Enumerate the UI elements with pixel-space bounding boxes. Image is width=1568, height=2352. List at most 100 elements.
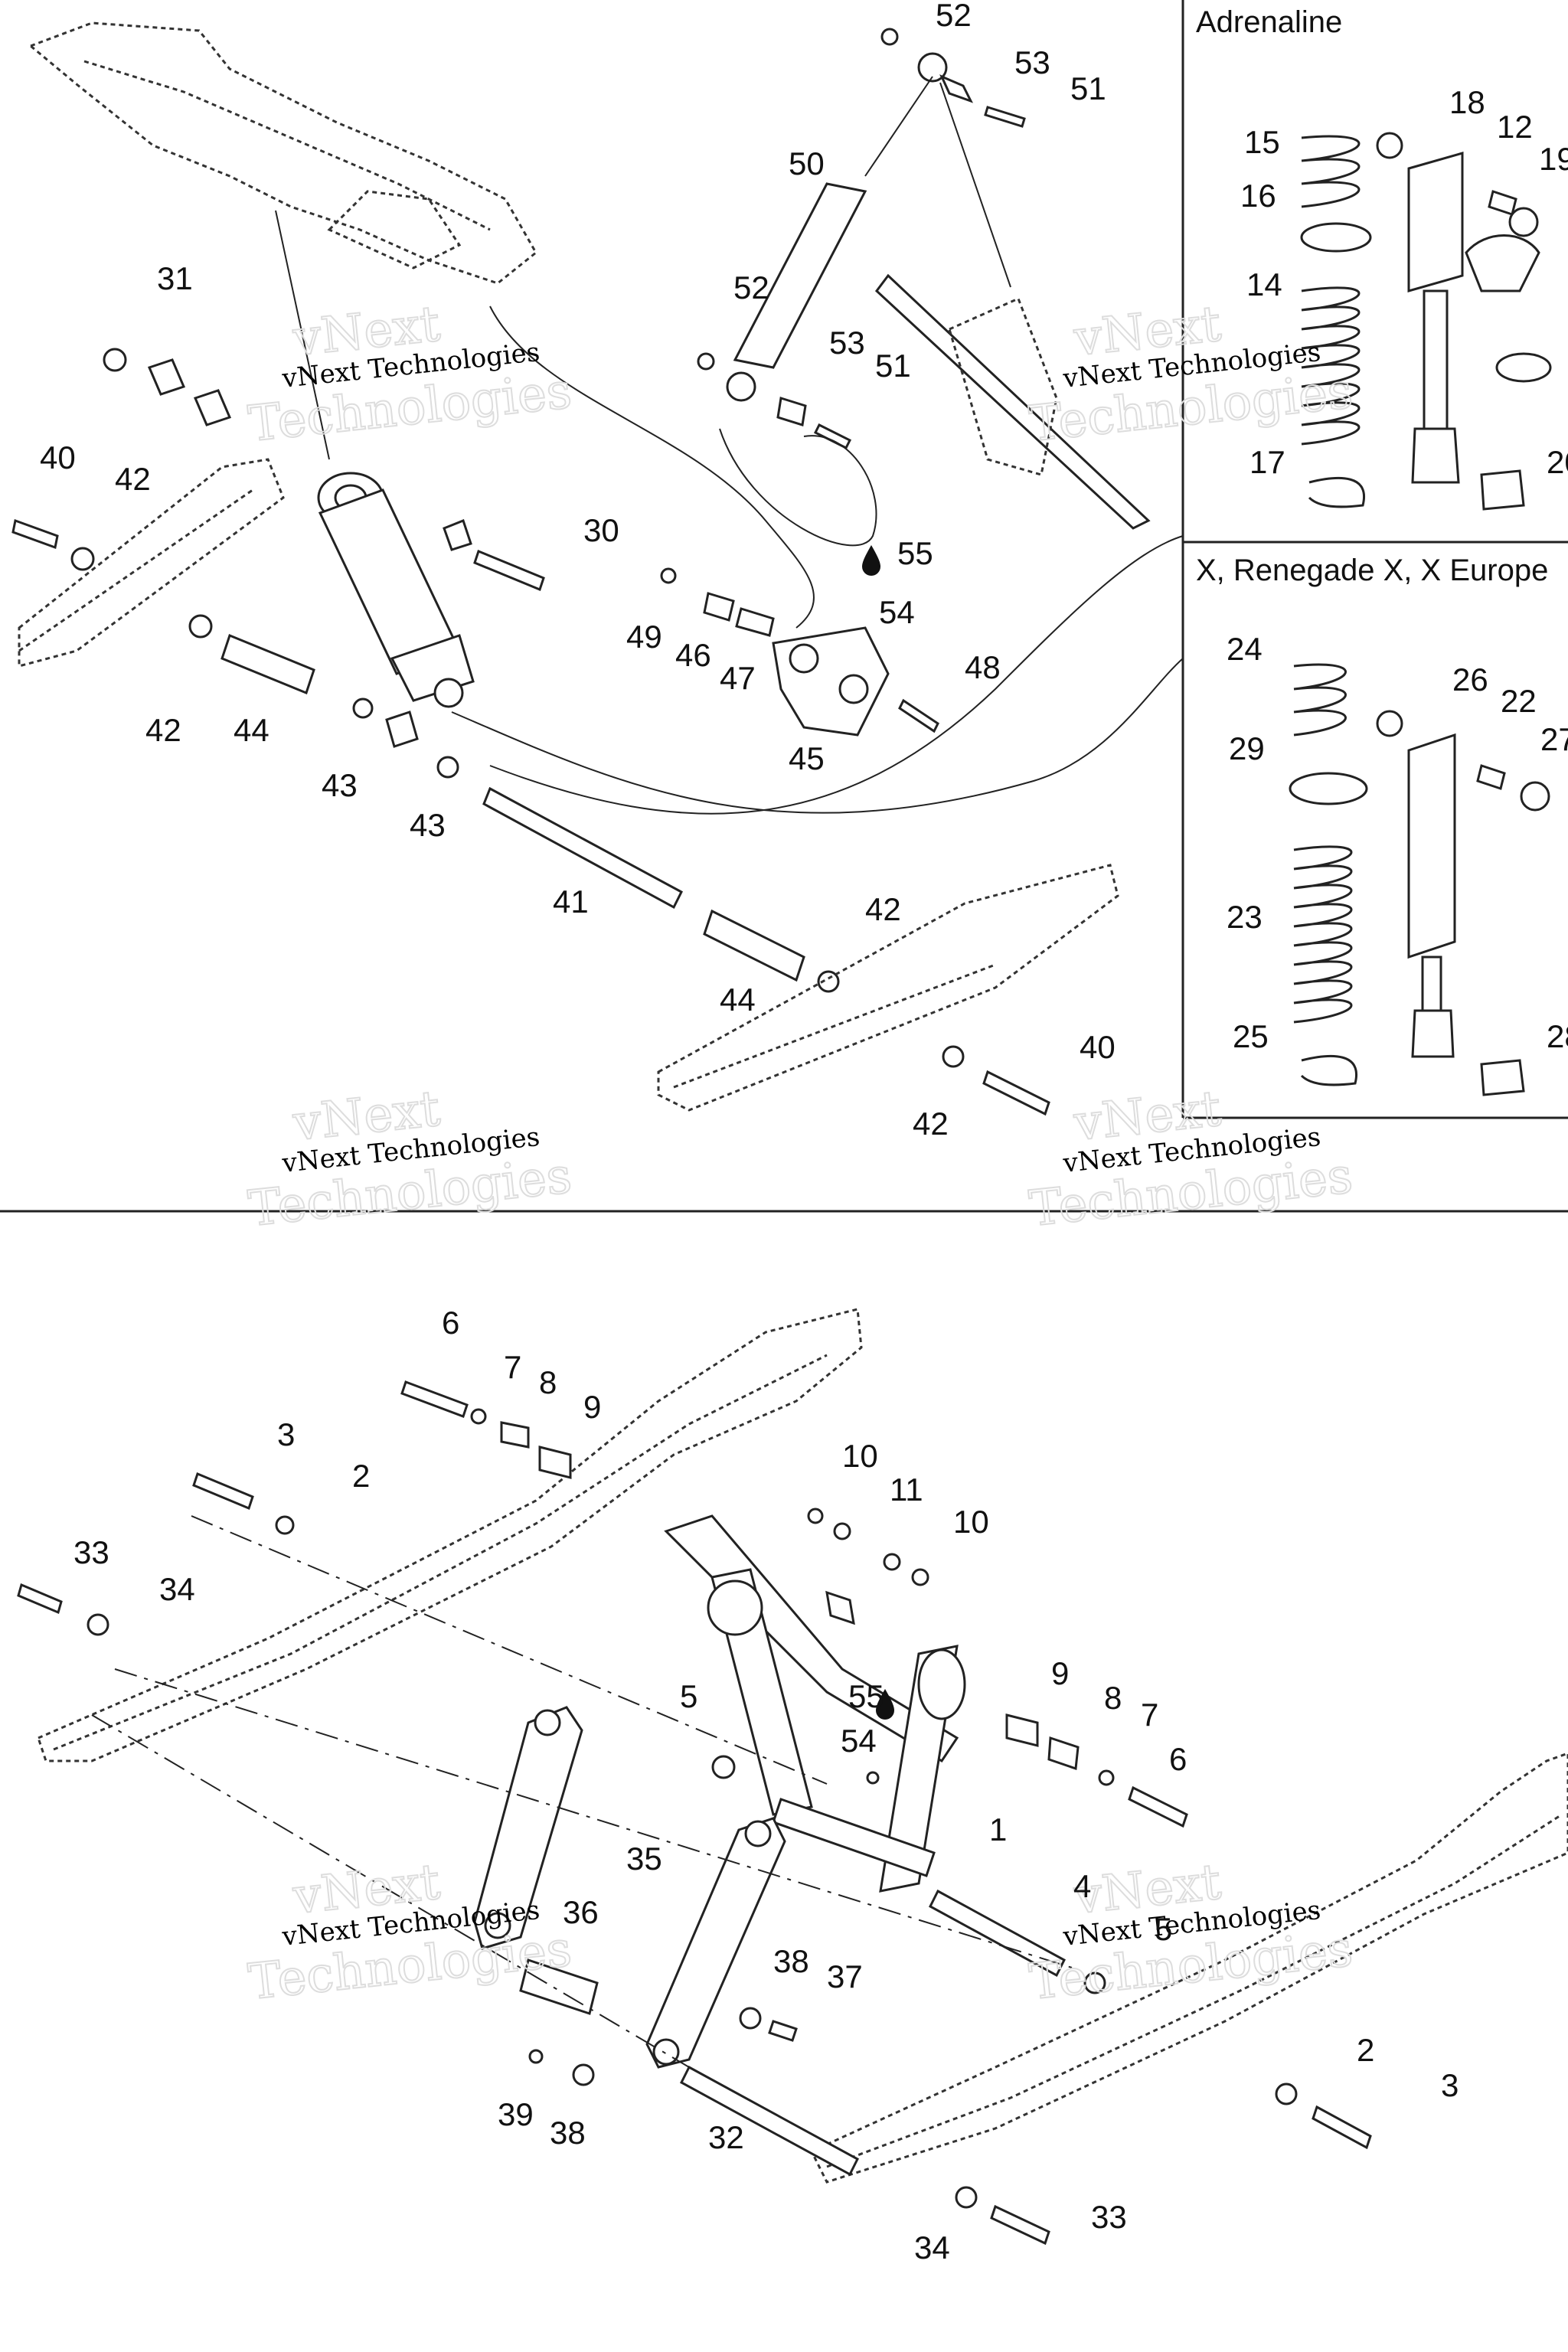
callout-52: 52 [936, 0, 972, 33]
callout-38: 38 [773, 1943, 809, 1979]
callout-37: 37 [827, 1958, 863, 1994]
callout-55: 55 [848, 1678, 884, 1714]
callout-15: 15 [1244, 124, 1280, 160]
callout-48: 48 [965, 649, 1001, 685]
routing-lines-top [275, 210, 1184, 815]
callout-52: 52 [733, 270, 769, 305]
callout-2: 2 [1357, 2032, 1374, 2068]
callout-2: 2 [352, 1458, 370, 1494]
callout-23: 23 [1227, 899, 1263, 935]
callout-4: 4 [1073, 1868, 1091, 1904]
callout-3: 3 [277, 1416, 295, 1452]
left-rail-top [18, 458, 285, 668]
grease-drop-icon [862, 545, 880, 576]
callout-6: 6 [1169, 1741, 1187, 1777]
callout-10: 10 [953, 1504, 989, 1540]
front-arm-hardware [17, 1380, 1372, 2246]
front-arm-bracket-top [874, 273, 1151, 530]
callout-45: 45 [789, 740, 825, 776]
callout-8: 8 [1104, 1680, 1122, 1716]
callout-5: 5 [680, 1678, 697, 1714]
callout-11: 11 [890, 1472, 923, 1508]
callout-18: 18 [1449, 84, 1485, 120]
callout-42: 42 [865, 891, 901, 927]
callout-40: 40 [1080, 1029, 1116, 1065]
right-rail-bottom [809, 1752, 1568, 2184]
callout-31: 31 [157, 260, 193, 296]
callout-14: 14 [1246, 266, 1282, 302]
callout-34: 34 [159, 1571, 195, 1607]
callout-33: 33 [1091, 2199, 1127, 2235]
callout-30: 30 [583, 512, 619, 548]
callout-7: 7 [504, 1349, 521, 1385]
callout-50: 50 [789, 145, 825, 181]
swing-arm-top [28, 21, 537, 285]
callout-42: 42 [913, 1106, 949, 1142]
callout-39: 39 [498, 2096, 534, 2132]
callout-12: 12 [1497, 109, 1533, 145]
callout-55: 55 [897, 535, 933, 571]
panel-title-x-models: X, Renegade X, X Europe [1196, 554, 1548, 587]
callout-40: 40 [40, 439, 76, 475]
rear-shock-absorber [317, 472, 475, 708]
watermark-1: vNext vNext Technologies Technologies [245, 295, 575, 453]
center-lines-bottom [91, 1515, 1073, 2068]
callout-20: 20 [1547, 444, 1568, 480]
x-models-shock-parts [1289, 663, 1550, 1096]
pivot-block [660, 567, 939, 737]
watermark-6: vNext vNext Technologies Technologies [1026, 1853, 1356, 2011]
callout-43: 43 [322, 767, 358, 803]
callout-26: 26 [1452, 662, 1488, 697]
callout-51: 51 [1070, 70, 1106, 106]
callout-29: 29 [1229, 730, 1265, 766]
callout-38: 38 [550, 2115, 586, 2151]
callout-19: 19 [1539, 141, 1568, 177]
adrenaline-shock-parts [1300, 132, 1552, 511]
callout-9: 9 [1051, 1655, 1069, 1691]
callout-5: 5 [1155, 1911, 1172, 1947]
panel-title-adrenaline: Adrenaline [1196, 5, 1342, 39]
grease-drop-icon [876, 1689, 894, 1720]
callout-10: 10 [842, 1438, 878, 1474]
callout-44: 44 [720, 982, 756, 1018]
callout-8: 8 [539, 1364, 557, 1400]
panel-dividers [0, 0, 1568, 1213]
callout-22: 22 [1501, 683, 1537, 719]
callout-53: 53 [829, 325, 865, 361]
callout-17: 17 [1250, 444, 1285, 480]
callout-6: 6 [442, 1305, 459, 1341]
callout-1: 1 [989, 1811, 1007, 1847]
callout-42: 42 [115, 461, 151, 497]
callout-44: 44 [234, 712, 270, 748]
callout-7: 7 [1141, 1697, 1158, 1733]
callout-24: 24 [1227, 631, 1263, 667]
callout-32: 32 [708, 2119, 744, 2155]
callout-49: 49 [626, 619, 662, 655]
callout-27: 27 [1540, 721, 1568, 757]
callout-43: 43 [410, 807, 446, 843]
callout-25: 25 [1233, 1018, 1269, 1054]
callout-28: 28 [1547, 1018, 1568, 1054]
callout-46: 46 [675, 637, 711, 673]
shock-hardware-top [11, 348, 1050, 1116]
callout-54: 54 [879, 594, 915, 630]
callout-41: 41 [553, 884, 589, 920]
callout-47: 47 [720, 660, 756, 696]
callout-53: 53 [1014, 44, 1050, 80]
callout-33: 33 [74, 1534, 109, 1570]
callout-34: 34 [914, 2230, 950, 2265]
callout-16: 16 [1240, 178, 1276, 214]
left-rail-bottom [37, 1308, 863, 1762]
callout-3: 3 [1441, 2067, 1459, 2103]
callout-9: 9 [583, 1389, 601, 1425]
lower-links [473, 1706, 859, 2177]
callout-36: 36 [563, 1894, 599, 1930]
callout-51: 51 [875, 348, 911, 384]
callout-54: 54 [841, 1723, 877, 1759]
callout-35: 35 [626, 1841, 662, 1877]
upper-shock-rod [697, 28, 1026, 450]
right-rail-top [657, 864, 1119, 1112]
callout-42: 42 [145, 712, 181, 748]
